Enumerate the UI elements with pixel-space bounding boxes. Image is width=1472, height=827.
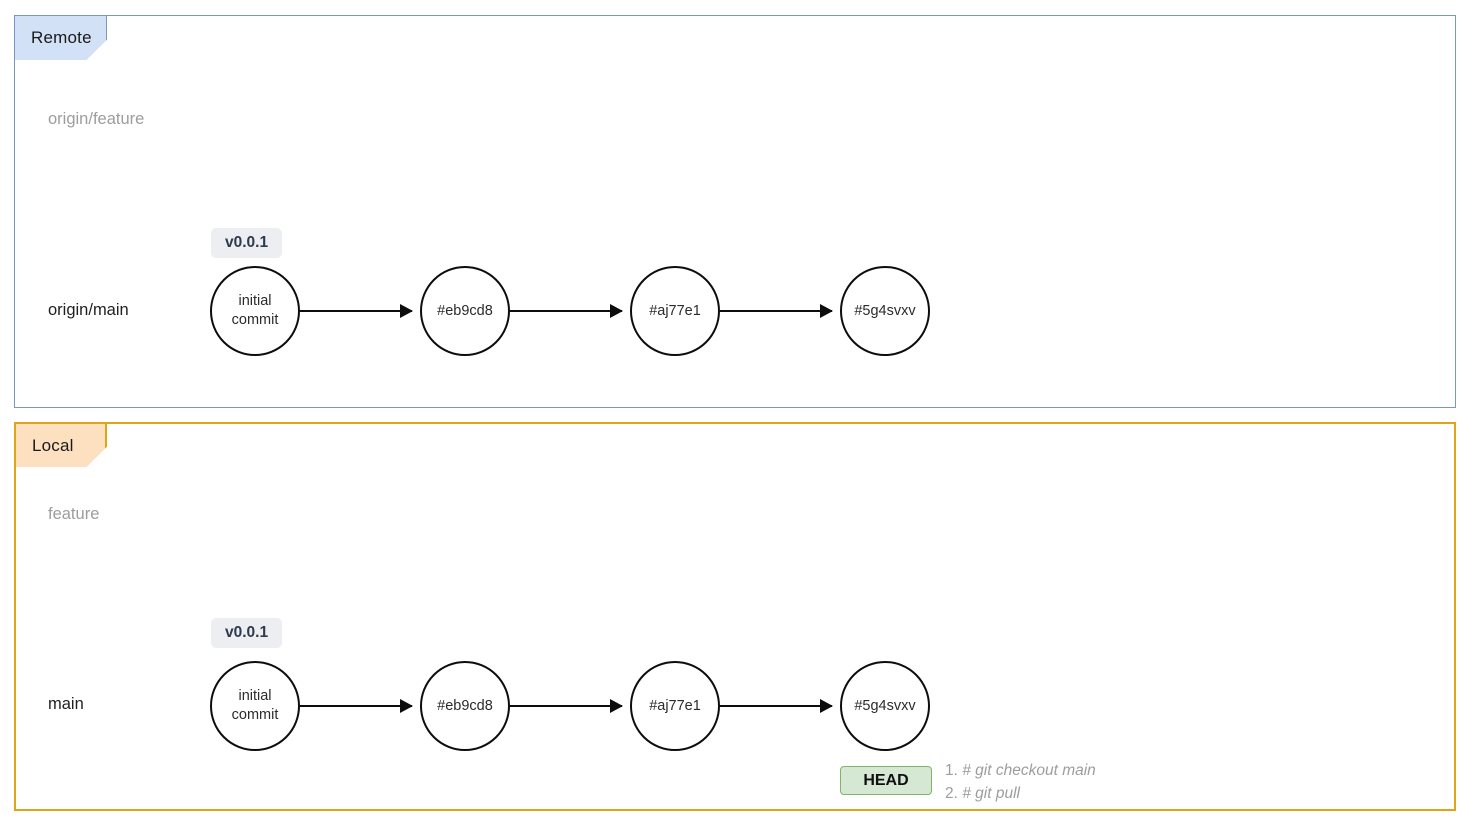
command-line-1: 1. # git checkout main	[945, 760, 1096, 783]
commit-node-local-2-line1: #eb9cd8	[437, 697, 493, 714]
commit-node-local-3[interactable]: #aj77e1	[630, 661, 720, 751]
branch-label-main: main	[48, 695, 84, 713]
head-badge-label: HEAD	[863, 771, 909, 789]
edge-local-3	[720, 699, 833, 713]
commit-node-local-1-line1: initial	[238, 688, 272, 705]
local-panel-tab-label: Local	[32, 435, 74, 455]
commit-node-remote-3[interactable]: #aj77e1	[630, 266, 720, 356]
command-line-2: 2. # git pull	[945, 783, 1096, 806]
tag-badge-remote-version: v0.0.1	[211, 228, 283, 258]
local-panel-tab[interactable]: Local	[14, 422, 107, 467]
command-2-number: 2.	[945, 784, 958, 802]
commit-node-remote-2-line1: #eb9cd8	[437, 302, 493, 319]
command-annotations: 1. # git checkout main 2. # git pull	[945, 760, 1096, 806]
commit-node-remote-2[interactable]: #eb9cd8	[420, 266, 510, 356]
head-badge[interactable]: HEAD	[840, 766, 932, 795]
tag-badge-local-version: v0.0.1	[211, 618, 283, 648]
commit-node-remote-4[interactable]: #5g4svxv	[840, 266, 930, 356]
branch-label-origin-feature: origin/feature	[48, 110, 145, 128]
commit-node-local-4[interactable]: #5g4svxv	[840, 661, 930, 751]
branch-label-feature: feature	[48, 505, 100, 523]
edge-remote-1	[300, 304, 413, 318]
edge-local-2	[510, 699, 623, 713]
commit-node-local-4-line1: #5g4svxv	[854, 697, 916, 714]
commit-node-remote-1-line2: commit	[231, 312, 279, 328]
commit-node-local-1[interactable]: initial commit	[210, 661, 300, 751]
command-2-text: # git pull	[962, 784, 1020, 802]
commit-node-local-2[interactable]: #eb9cd8	[420, 661, 510, 751]
command-1-number: 1.	[945, 762, 958, 779]
commit-node-remote-1-line1: initial	[238, 293, 272, 310]
command-1-text: # git checkout main	[962, 762, 1096, 779]
commit-node-remote-4-line1: #5g4svxv	[854, 302, 916, 319]
commit-node-local-3-line1: #aj77e1	[649, 697, 701, 714]
edge-local-1	[300, 699, 413, 713]
remote-panel-tab-label: Remote	[31, 28, 92, 47]
commit-node-remote-1[interactable]: initial commit	[210, 266, 300, 356]
commit-node-remote-3-line1: #aj77e1	[649, 302, 701, 319]
branch-label-origin-main: origin/main	[48, 301, 129, 319]
commit-node-local-1-line2: commit	[231, 707, 279, 723]
local-panel	[14, 422, 1456, 811]
edge-remote-3	[720, 304, 833, 318]
remote-panel-tab[interactable]: Remote	[14, 15, 107, 60]
edge-remote-2	[510, 304, 623, 318]
